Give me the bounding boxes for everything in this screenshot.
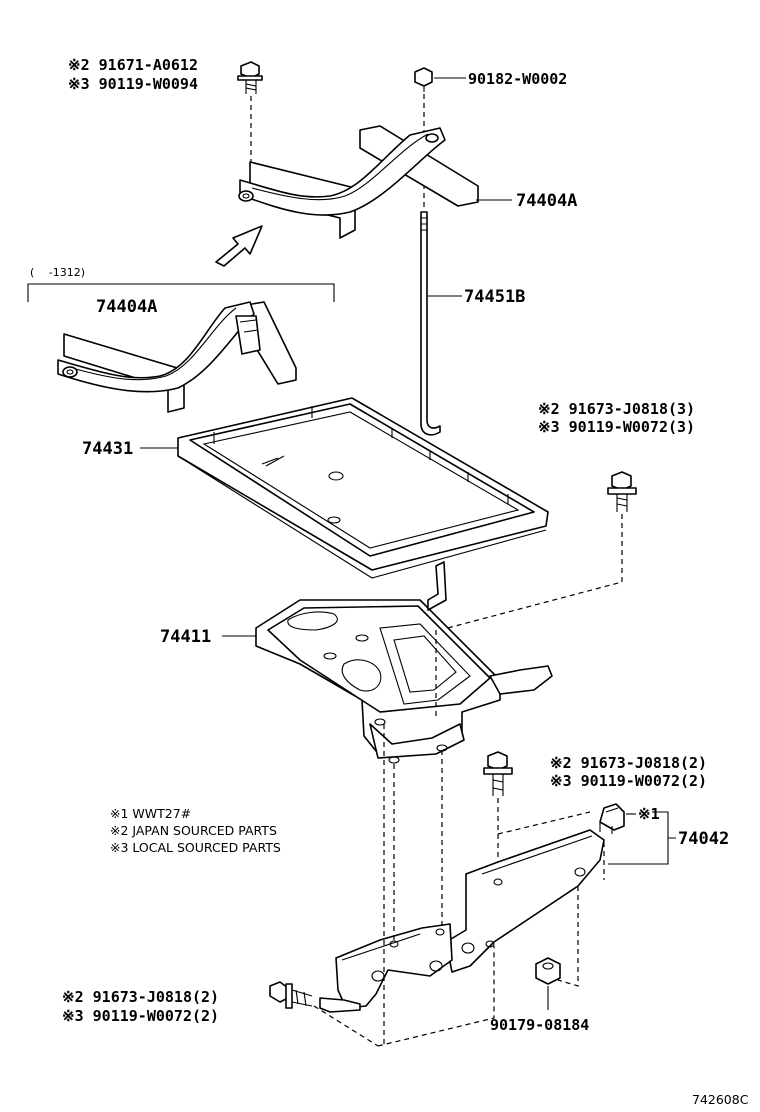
reference-code: 742608C — [692, 1092, 749, 1107]
legend-line-2: ※2 JAPAN SOURCED PARTS — [110, 823, 277, 838]
legend-line-1: ※1 WWT27# — [110, 806, 191, 821]
part-74042-bracket-lines — [608, 811, 676, 865]
bolt-mid — [483, 751, 513, 796]
stay-74042 — [319, 829, 605, 1013]
rod-74451b — [420, 211, 441, 436]
tray-label: 74431 — [82, 439, 133, 459]
tray-74431 — [177, 397, 549, 579]
bolt-low-label-a: ※2 91673-J0818(2) — [62, 988, 219, 1006]
bolt-top-left — [237, 61, 263, 94]
range-note: ( -1312) — [30, 266, 85, 279]
nut-low — [535, 957, 561, 985]
clip-label: ※1 — [638, 805, 660, 823]
clamp-74404a-lower — [57, 301, 297, 413]
range-bracket — [27, 283, 335, 302]
bolt-right — [607, 471, 637, 512]
bolt-right-label-a: ※2 91673-J0818(3) — [538, 400, 695, 418]
stay-label: 74042 — [678, 829, 729, 849]
stay-frame-dash — [497, 811, 605, 987]
nut-top-label: 90182-W0002 — [468, 70, 567, 88]
bolt-low-axis — [313, 1005, 379, 1047]
bolt-mid-label-a: ※2 91673-J0818(2) — [550, 754, 707, 772]
legend-line-3: ※3 LOCAL SOURCED PARTS — [110, 840, 281, 855]
nut-low-label: 90179-08184 — [490, 1016, 589, 1034]
bolt-low-label-b: ※3 90119-W0072(2) — [62, 1007, 219, 1025]
bolt-low — [269, 981, 313, 1009]
bolt-top-left-label-b: ※3 90119-W0094 — [68, 75, 198, 93]
bolt-right-label-b: ※3 90119-W0072(3) — [538, 418, 695, 436]
carrier-label: 74411 — [160, 627, 211, 647]
clamp-lower-label: 74404A — [96, 297, 157, 317]
bolt-right-axis — [439, 514, 623, 631]
stay-to-base — [377, 946, 495, 1047]
carrier-74411 — [255, 561, 553, 764]
rod-label: 74451B — [464, 287, 525, 307]
clamp-74404a-upper — [238, 125, 479, 239]
direction-arrow — [215, 225, 263, 267]
clip — [599, 803, 625, 834]
clamp-upper-label: 74404A — [516, 191, 577, 211]
nut-top — [414, 67, 433, 92]
bolt-mid-label-b: ※3 90119-W0072(2) — [550, 772, 707, 790]
bolt-top-left-label-a: ※2 91671-A0612 — [68, 56, 198, 74]
